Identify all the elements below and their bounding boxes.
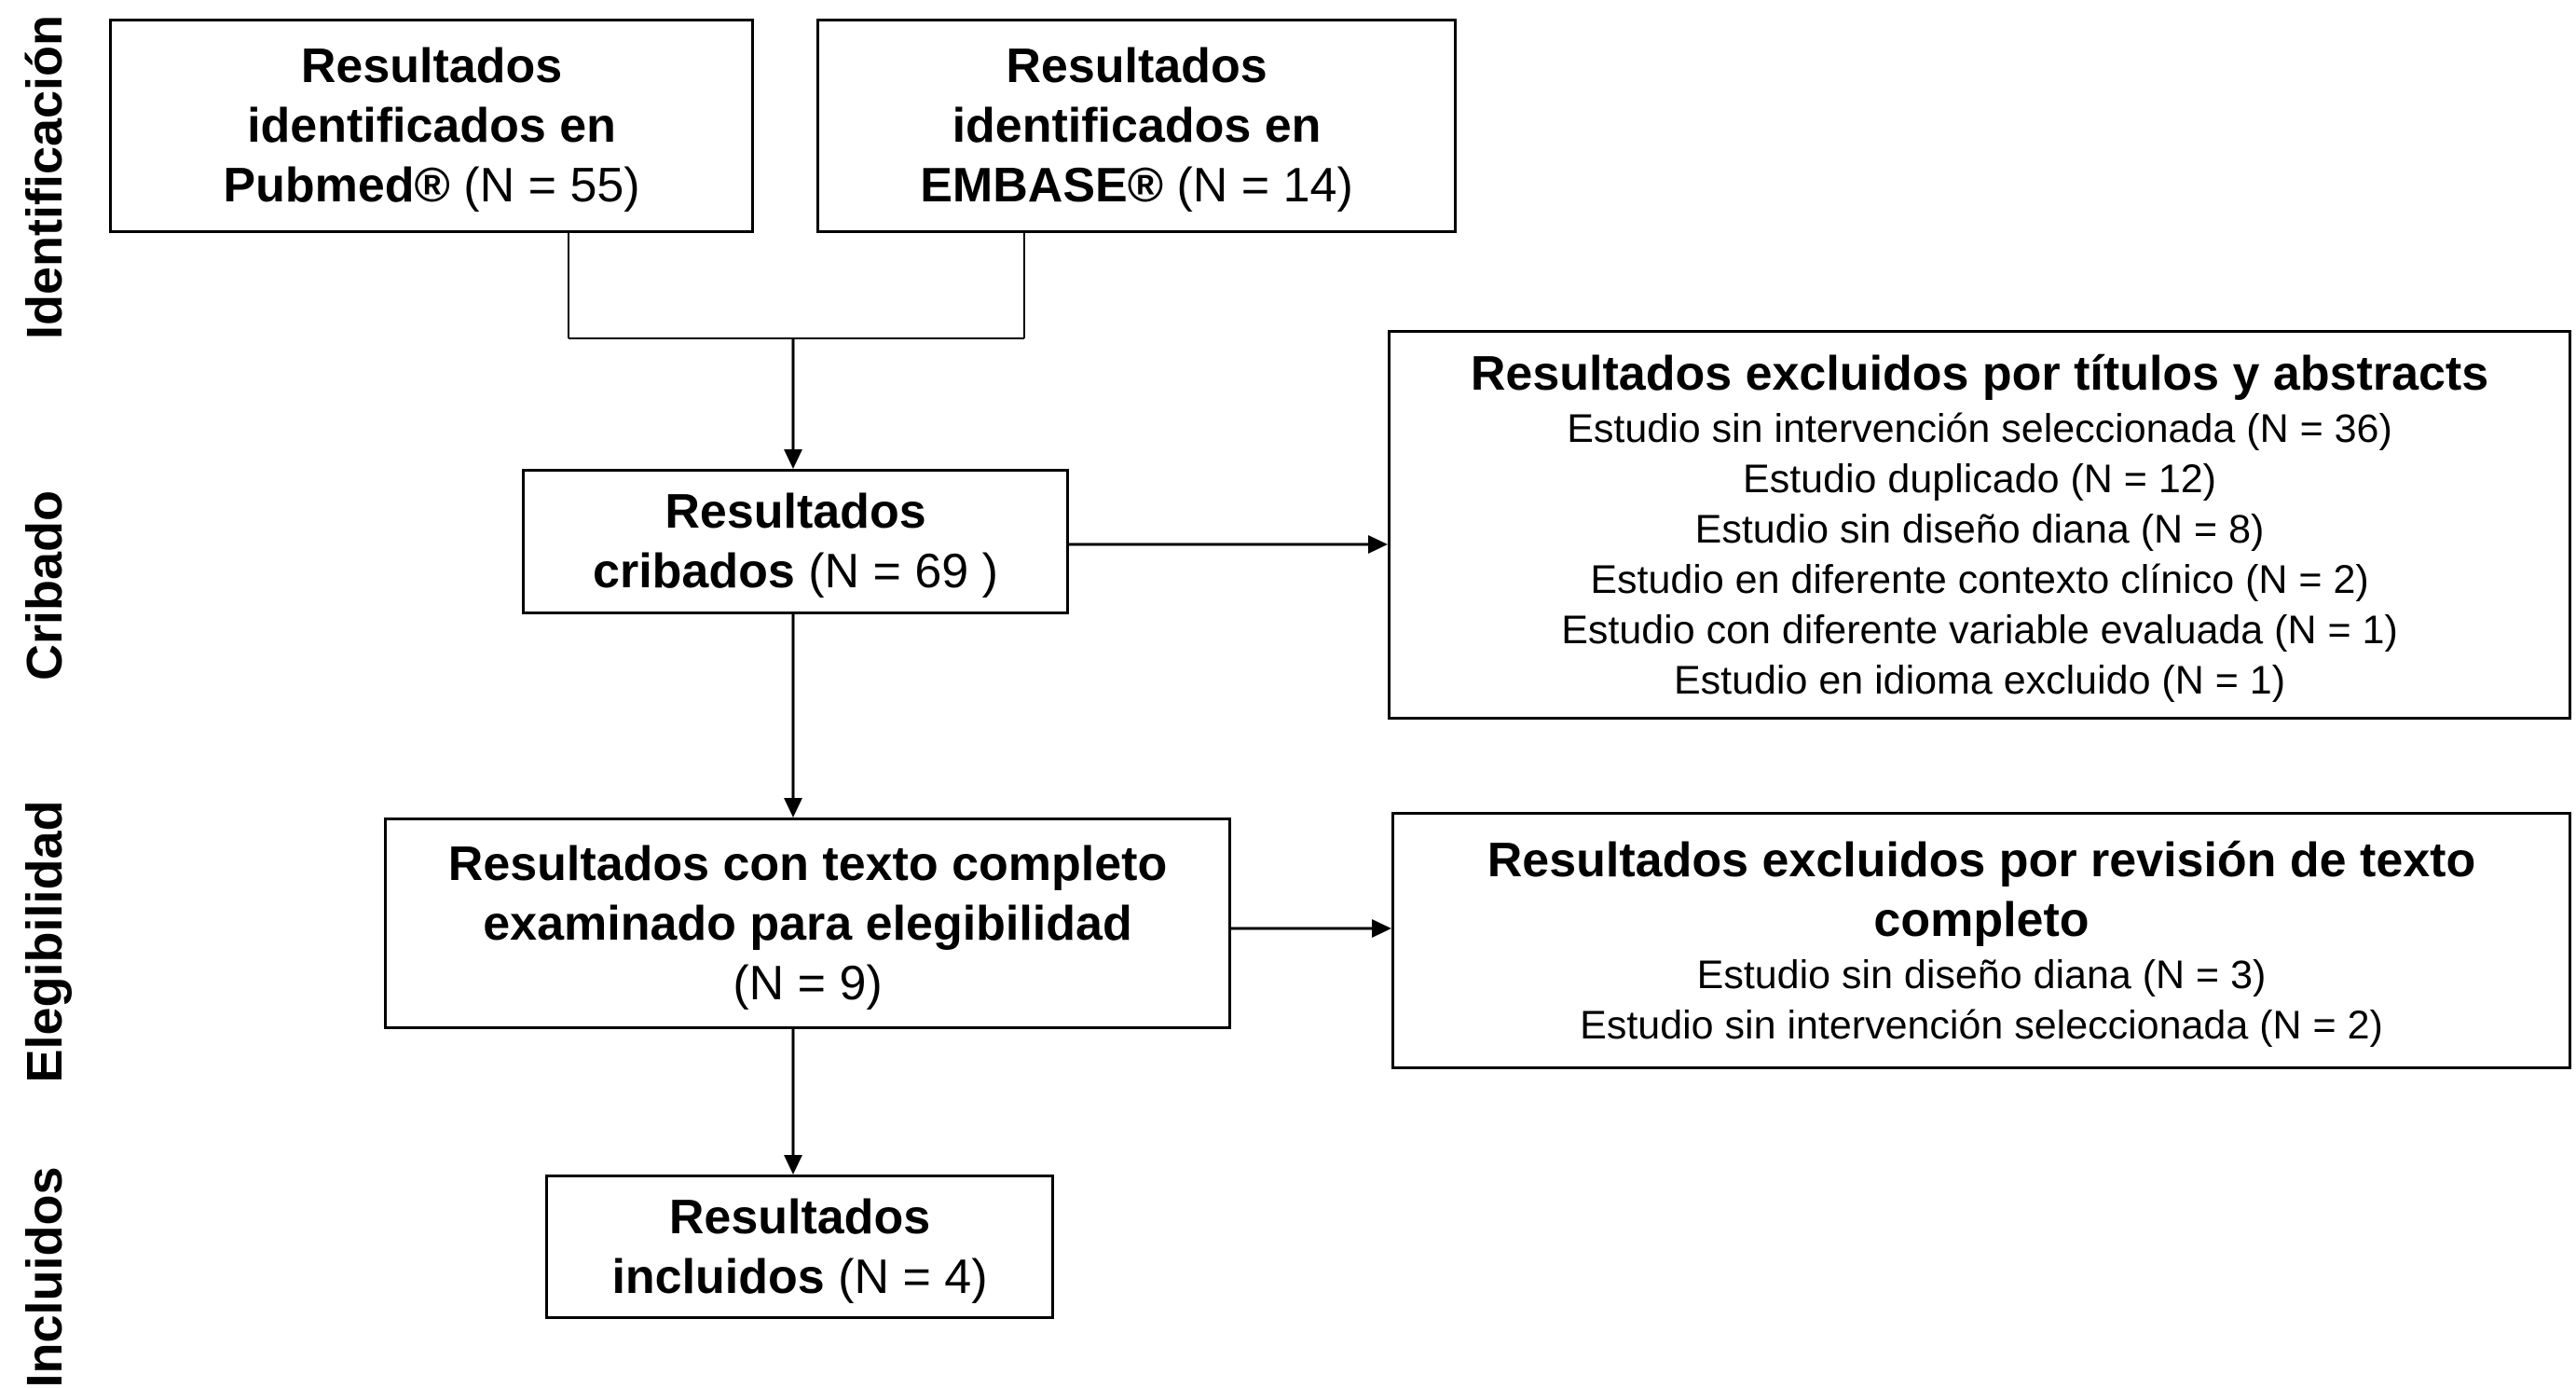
arrowhead-fulltext	[784, 798, 802, 818]
arrowhead-screened	[784, 449, 802, 469]
stage-label-included: Incluidos	[17, 1166, 73, 1388]
arrowhead-exclusion-fulltext	[1372, 919, 1391, 938]
exclusion-item: Estudio sin diseño diana (N = 8)	[1694, 507, 2265, 552]
exclusion-titles-abstracts-title: Resultados excluidos por títulos y abstr…	[1470, 347, 2489, 401]
exclusion-item: Estudio sin intervención seleccionada (N…	[1567, 406, 2392, 451]
exclusion-titles-abstracts-box: Resultados excluidos por títulos y abstr…	[1388, 330, 2571, 720]
screened-count: (N = 69 )	[794, 544, 998, 598]
exclusion-item: Estudio sin diseño diana (N = 3)	[1696, 953, 2267, 997]
fulltext-line2: examinado para elegibilidad	[483, 896, 1132, 951]
included-line1: Resultados	[668, 1189, 931, 1244]
screened-results-box: Resultados cribados (N = 69 )	[522, 469, 1069, 614]
embase-results-box: Resultados identificados en EMBASE® (N =…	[816, 19, 1457, 233]
exclusion-fulltext-title-line1: Resultados excluidos por revisión de tex…	[1487, 833, 2476, 887]
pubmed-results-box: Resultados identificados en Pubmed® (N =…	[109, 19, 754, 233]
exclusion-item: Estudio con diferente variable evaluada …	[1561, 608, 2398, 653]
embase-line1: Resultados	[1006, 39, 1267, 93]
exclusion-fulltext-box: Resultados excluidos por revisión de tex…	[1391, 812, 2571, 1069]
included-line2: incluidos (N = 4)	[611, 1247, 987, 1307]
embase-count: (N = 14)	[1163, 158, 1353, 213]
arrowhead-exclusion-titles	[1368, 535, 1388, 554]
pubmed-line1: Resultados	[300, 39, 563, 93]
fulltext-line3: (N = 9)	[733, 955, 883, 1010]
exclusion-item: Estudio en diferente contexto clínico (N…	[1590, 557, 2369, 602]
fulltext-results-box: Resultados con texto completo examinado …	[384, 818, 1231, 1029]
included-count: (N = 4)	[824, 1249, 988, 1304]
embase-line3: EMBASE® (N = 14)	[920, 156, 1353, 215]
screened-line1: Resultados	[665, 485, 926, 539]
screened-label: cribados	[593, 544, 795, 598]
stage-label-eligibility: Elegibilidad	[17, 800, 73, 1083]
pubmed-count: (N = 55)	[449, 158, 640, 213]
included-results-box: Resultados incluidos (N = 4)	[545, 1175, 1054, 1319]
pubmed-source-name: Pubmed®	[223, 158, 450, 213]
exclusion-fulltext-title-line2: completo	[1873, 893, 2090, 947]
pubmed-line3: Pubmed® (N = 55)	[223, 156, 639, 215]
stage-label-identification: Identificación	[17, 14, 73, 340]
fulltext-line1: Resultados con texto completo	[447, 836, 1168, 891]
exclusion-item: Estudio sin intervención seleccionada (N…	[1580, 1003, 2383, 1048]
included-label: incluidos	[611, 1249, 825, 1304]
exclusion-item: Estudio duplicado (N = 12)	[1743, 457, 2216, 502]
stage-label-screening: Cribado	[17, 489, 73, 681]
embase-line2: identificados en	[952, 99, 1322, 153]
pubmed-line2: identificados en	[247, 99, 616, 153]
arrowhead-included	[784, 1155, 802, 1175]
embase-source-name: EMBASE®	[920, 158, 1164, 213]
exclusion-item: Estudio en idioma excluido (N = 1)	[1673, 658, 2286, 703]
screened-line2: cribados (N = 69 )	[593, 542, 998, 601]
